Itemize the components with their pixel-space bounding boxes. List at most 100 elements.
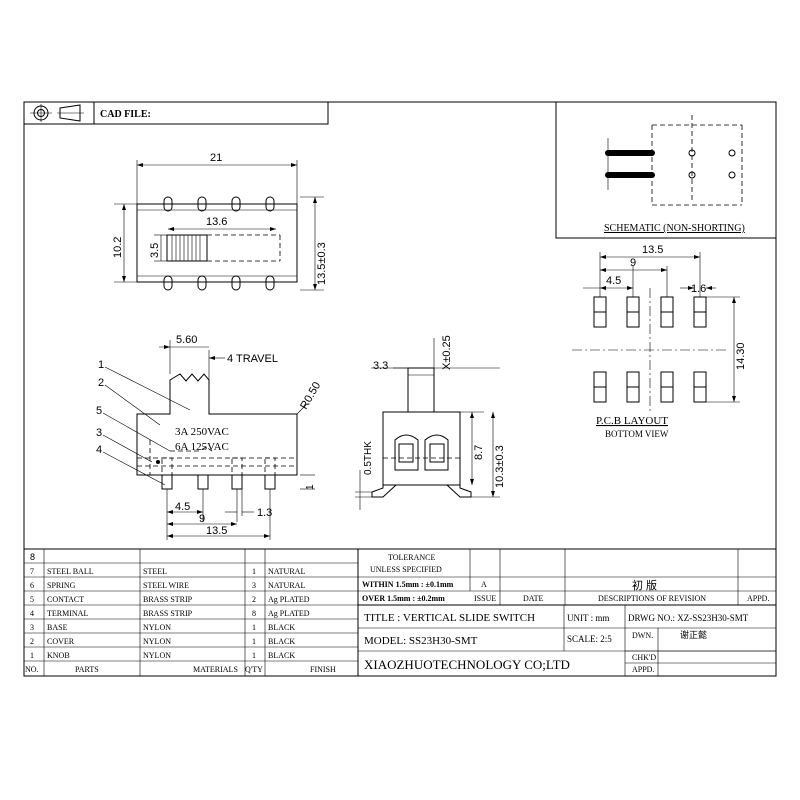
pcb-dim-outer: 13.5 — [642, 244, 663, 256]
dim-135: 13.5 — [206, 525, 227, 537]
bom-cell-finish: Ag PLATED — [268, 609, 310, 618]
pcb-layout: 13.5 9 4.5 1.6 14.30 P.C.B LAYOUT BOTTOM… — [572, 244, 747, 439]
cad-file-label: CAD FILE: — [100, 109, 151, 120]
side-dim-thk: 0.5THK — [363, 441, 374, 475]
dim-1: 1 — [305, 484, 316, 490]
rating-2: 6A 125VAC — [175, 441, 229, 453]
scale-label: SCALE: 2:5 — [567, 634, 612, 644]
unit-label: UNIT : mm — [567, 613, 609, 623]
bom-cell-qty: 2 — [252, 595, 256, 604]
dim-pin-span: 13.6 — [206, 216, 227, 228]
bom-row: 1 KNOB NYLON 1 BLACK — [30, 651, 295, 660]
appd-label: APPD. — [632, 665, 654, 674]
schematic: SCHEMATIC (NON-SHORTING) — [555, 101, 777, 239]
bom-cell-finish: BLACK — [268, 651, 295, 660]
cad-file-box — [93, 101, 329, 125]
bom-row: 5 CONTACT BRASS STRIP 2 Ag PLATED — [30, 595, 310, 604]
bom-cell-finish: NATURAL — [268, 581, 305, 590]
bom-cell-no: 4 — [30, 609, 34, 618]
dwn-label: DWN. — [632, 631, 653, 640]
date-label: DATE — [523, 594, 544, 603]
dim-9: 9 — [199, 513, 205, 525]
bom-header-finish: FINISH — [310, 665, 336, 674]
bom-header-qty: Q'TY — [245, 665, 263, 674]
company-name: XIAOZHUOTECHNOLOGY CO;LTD — [364, 657, 570, 672]
bom-cell-material: NYLON — [143, 651, 171, 660]
bom-cell-part: COVER — [47, 637, 75, 646]
bom-row: 2 COVER NYLON 1 BLACK — [30, 637, 295, 646]
chkd-label: CHK'D — [632, 653, 656, 662]
bom-cell-material: BRASS STRIP — [143, 609, 193, 618]
side-view: 3.3 X±0.25 0.5THK 8.7 10.3±0.3 — [355, 335, 506, 510]
dim-pad-span: 13.5±0.3 — [316, 242, 328, 285]
pcb-subtitle: BOTTOM VIEW — [605, 429, 669, 439]
appd-rev-label: APPD. — [747, 594, 769, 603]
pcb-title: P.C.B LAYOUT — [596, 415, 668, 427]
bom-cell-no: 1 — [30, 651, 34, 660]
side-dim-87: 8.7 — [473, 445, 485, 460]
tolerance-within: WITHIN 1.5mm : ±0.1mm — [362, 580, 454, 589]
dwn-name: 谢正懿 — [680, 629, 707, 640]
tolerance-over: OVER 1.5mm : ±0.2mm — [362, 594, 445, 603]
bom-cell-material: NYLON — [143, 623, 171, 632]
bom-header: NO. PARTS MATERIALS Q'TY FINISH — [25, 665, 336, 674]
bom-cell-finish: NATURAL — [268, 567, 305, 576]
callout-3: 3 — [96, 427, 102, 439]
bom-cell-no: 3 — [30, 623, 34, 632]
bom-cell-qty: 1 — [252, 567, 256, 576]
pcb-dim-mid: 9 — [630, 257, 636, 269]
bom-cell-finish: Ag PLATED — [268, 595, 310, 604]
bom-cell-no: 6 — [30, 581, 34, 590]
bom-cell-finish: BLACK — [268, 623, 295, 632]
bom-cell-material: STEEL WIRE — [143, 581, 189, 590]
side-dim-x: X±0.25 — [441, 335, 453, 370]
bom-header-materials: MATERIALS — [193, 665, 238, 674]
bom-cell-qty: 1 — [252, 623, 256, 632]
radius-label: R0.50 — [298, 380, 323, 411]
bom-cell-qty: 3 — [252, 581, 256, 590]
callout-4: 4 — [96, 444, 102, 456]
descriptions-label: DESCRIPTIONS OF REVISION — [598, 594, 706, 603]
revision-letter: A — [481, 580, 487, 589]
bom-cell-part: KNOB — [47, 651, 70, 660]
travel-label: 4 TRAVEL — [227, 353, 278, 365]
unless-specified: UNLESS SPECIFIED — [370, 565, 442, 574]
pcb-dim-inner: 4.5 — [606, 275, 621, 287]
model-label: MODEL: SS23H30-SMT — [364, 635, 478, 647]
drawing-title: TITLE : VERTICAL SLIDE SWITCH — [364, 612, 535, 624]
dim-width: 21 — [210, 152, 222, 164]
pcb-dim-pad: 1.6 — [691, 283, 706, 295]
bom-cell-finish: BLACK — [268, 637, 295, 646]
bom-cell-part: CONTACT — [47, 595, 84, 604]
schematic-title: SCHEMATIC (NON-SHORTING) — [604, 223, 745, 234]
dim-13: 1.3 — [257, 507, 272, 519]
bom-cell-qty: 1 — [252, 637, 256, 646]
bom-cell-no: 2 — [30, 637, 34, 646]
dim-height: 10.2 — [112, 237, 124, 258]
top-view: 21 13.6 10.2 3.5 13.5±0.3 — [112, 152, 328, 291]
side-dim-33: 3.3 — [373, 360, 388, 372]
callout-1: 1 — [98, 359, 104, 371]
bom-cell-qty: 8 — [252, 609, 256, 618]
bom-cell-no: 5 — [30, 595, 34, 604]
side-dim-103: 10.3±0.3 — [494, 445, 506, 488]
issue-label: ISSUE — [474, 594, 496, 603]
dim-knob: 3.5 — [149, 243, 161, 258]
bom-blank-no: 8 — [30, 552, 35, 562]
bom-header-parts: PARTS — [75, 665, 99, 674]
rating-1: 3A 250VAC — [175, 426, 229, 438]
bom-cell-no: 7 — [30, 567, 34, 576]
dim-knob-width: 5.60 — [176, 334, 197, 346]
projection-symbol — [23, 101, 95, 125]
drawing-frame — [23, 101, 777, 677]
revision-note: 初 版 — [632, 578, 657, 592]
bom-cell-material: NYLON — [143, 637, 171, 646]
pcb-dim-height: 14.30 — [735, 342, 747, 370]
bom-cell-qty: 1 — [252, 651, 256, 660]
bom-cell-material: BRASS STRIP — [143, 595, 193, 604]
bom-cell-part: TERMINAL — [47, 609, 88, 618]
